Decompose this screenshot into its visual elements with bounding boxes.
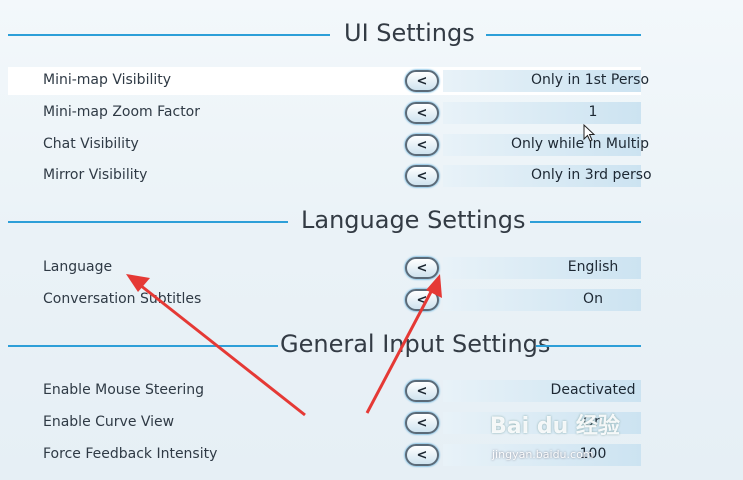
header-line-left	[8, 34, 330, 36]
setting-value: On	[583, 291, 603, 307]
chevron-left-icon: <	[416, 292, 428, 308]
chevron-left-icon: <	[416, 73, 428, 89]
setting-value-box[interactable]: Only in 3rd perso	[443, 165, 652, 187]
setting-value: English	[567, 259, 619, 275]
setting-value: Only in 1st Perso	[531, 72, 650, 88]
chevron-left-icon: <	[416, 260, 428, 276]
setting-value: Deactivated	[550, 382, 636, 398]
input-settings-header: General Input Settings	[0, 326, 641, 366]
prev-option-button[interactable]: <	[405, 444, 439, 466]
language-settings-header: Language Settings	[0, 202, 641, 242]
settings-row-force-feedback[interactable]: Force Feedback Intensity < 100	[0, 441, 641, 469]
setting-value-box[interactable]: On	[443, 412, 641, 434]
prev-option-button[interactable]: <	[405, 134, 439, 156]
prev-option-button[interactable]: <	[405, 257, 439, 279]
mouse-cursor-icon	[583, 123, 596, 142]
setting-label: Chat Visibility	[43, 136, 139, 152]
setting-value: 1	[588, 104, 598, 120]
settings-row-mirror-visibility[interactable]: Mirror Visibility < Only in 3rd perso	[0, 162, 652, 190]
chevron-left-icon: <	[416, 447, 428, 463]
setting-value: On	[583, 414, 603, 430]
header-line-right	[536, 345, 641, 347]
prev-option-button[interactable]: <	[405, 165, 439, 187]
chevron-left-icon: <	[416, 415, 428, 431]
setting-value-box[interactable]: 1	[443, 102, 641, 124]
header-line-right	[530, 221, 641, 223]
chevron-left-icon: <	[416, 137, 428, 153]
setting-label: Language	[43, 259, 113, 275]
setting-value: 100	[579, 446, 607, 462]
prev-option-button[interactable]: <	[405, 380, 439, 402]
setting-value-box[interactable]: Only in 1st Perso	[443, 70, 649, 92]
setting-value-box[interactable]: English	[443, 257, 641, 279]
header-line-left	[8, 345, 278, 347]
setting-value-box[interactable]: Only while in Multip	[443, 134, 649, 156]
settings-row-minimap-zoom[interactable]: Mini-map Zoom Factor < 1	[0, 99, 641, 127]
setting-value: Only in 3rd perso	[531, 167, 652, 183]
language-settings-title: Language Settings	[301, 206, 526, 234]
watermark-url: jingyan.baidu.com	[492, 448, 594, 461]
annotation-arrow-left	[126, 274, 306, 417]
annotation-arrows	[126, 274, 442, 417]
setting-value-box[interactable]: Deactivated	[443, 380, 641, 402]
settings-row-minimap-visibility[interactable]: Mini-map Visibility < Only in 1st Perso	[0, 67, 649, 95]
chevron-left-icon: <	[416, 168, 428, 184]
setting-label: Enable Mouse Steering	[43, 382, 205, 398]
setting-label: Force Feedback Intensity	[43, 446, 218, 462]
prev-option-button[interactable]: <	[405, 70, 439, 92]
ui-settings-header: UI Settings	[0, 15, 641, 55]
setting-value: Only while in Multip	[511, 136, 650, 152]
settings-row-mouse-steering[interactable]: Enable Mouse Steering < Deactivated	[0, 377, 641, 405]
setting-label: Enable Curve View	[43, 414, 175, 430]
chevron-left-icon: <	[416, 105, 428, 121]
setting-label: Mirror Visibility	[43, 167, 148, 183]
chevron-left-icon: <	[416, 383, 428, 399]
prev-option-button[interactable]: <	[405, 102, 439, 124]
setting-label: Mini-map Visibility	[43, 72, 172, 88]
header-line-left	[8, 221, 288, 223]
setting-value-box[interactable]: 100	[443, 444, 641, 466]
watermark-logo: Bai du 经验	[490, 414, 620, 439]
settings-row-chat-visibility[interactable]: Chat Visibility < Only while in Multip	[0, 131, 649, 159]
baidu-watermark: Bai du 经验 jingyan.baidu.com	[490, 408, 640, 468]
input-settings-title: General Input Settings	[280, 330, 551, 358]
header-line-right	[486, 34, 641, 36]
annotation-arrow-right	[365, 274, 442, 414]
setting-label: Mini-map Zoom Factor	[43, 104, 201, 120]
settings-row-curve-view[interactable]: Enable Curve View < On	[0, 409, 641, 437]
ui-settings-title: UI Settings	[344, 19, 475, 47]
settings-row-language[interactable]: Language < English	[0, 254, 641, 282]
setting-value-box[interactable]: On	[443, 289, 641, 311]
prev-option-button[interactable]: <	[405, 412, 439, 434]
